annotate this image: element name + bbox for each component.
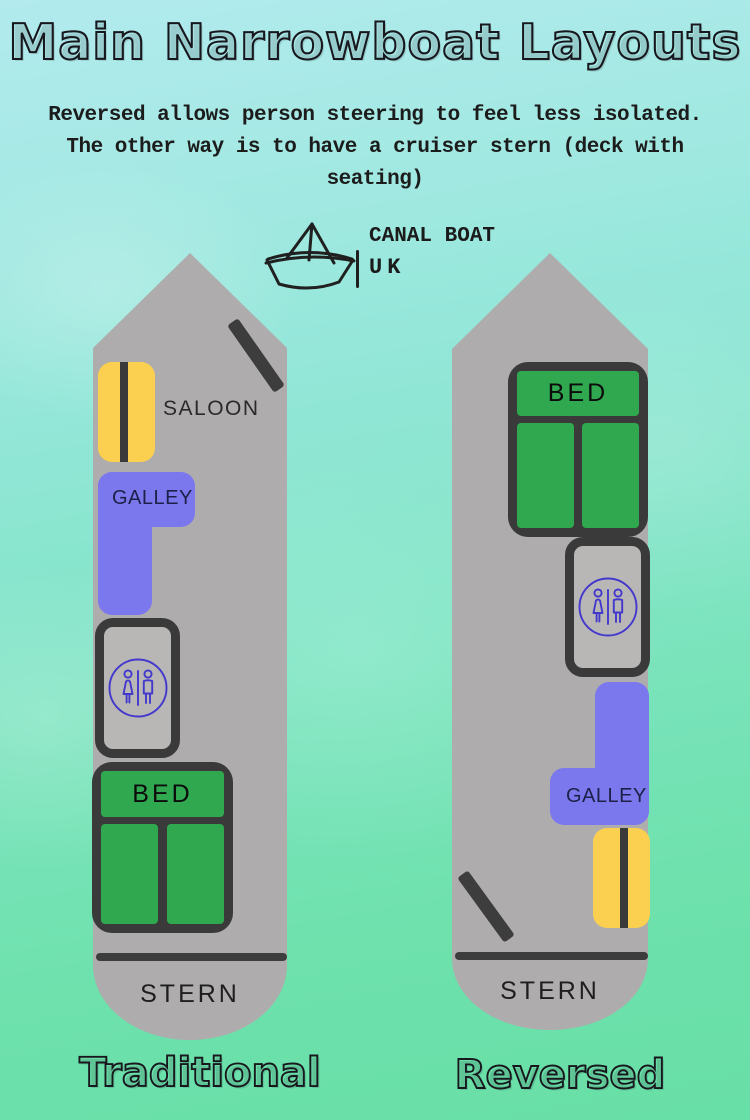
reversed-bathroom bbox=[565, 537, 650, 677]
traditional-bathroom bbox=[95, 618, 180, 758]
subtitle-line-1: Reversed allows person steering to feel … bbox=[48, 104, 702, 127]
page-title: Main Narrowboat Layouts bbox=[7, 13, 742, 72]
reversed-galley-unit bbox=[550, 768, 649, 825]
galley-label: GALLEY bbox=[566, 785, 647, 807]
subtitle-line-2: The other way is to have a cruiser stern… bbox=[66, 136, 684, 159]
traditional-bed: BED bbox=[92, 762, 233, 933]
paper-boat-icon bbox=[264, 222, 356, 290]
bed-mattress-left bbox=[101, 824, 158, 924]
bed-mattress-right bbox=[582, 423, 639, 528]
subtitle-line-3: seating) bbox=[326, 168, 424, 191]
logo-region-text: UK bbox=[369, 255, 406, 280]
reversed-bed: BED bbox=[508, 362, 648, 537]
subtitle: Reversed allows person steering to feel … bbox=[0, 100, 750, 196]
logo-brand-text: CANAL BOAT bbox=[369, 225, 496, 248]
traditional-caption: Traditional bbox=[78, 1049, 321, 1097]
reversed-caption: Reversed bbox=[454, 1051, 666, 1099]
reversed-stern-label: STERN bbox=[500, 977, 600, 1005]
bed-mattress-right bbox=[167, 824, 224, 924]
reversed-stern-bulkhead bbox=[455, 952, 648, 960]
saloon-seat-divider bbox=[120, 362, 128, 462]
reversed-stern-seat bbox=[593, 828, 650, 928]
bed-headboard: BED bbox=[101, 771, 224, 817]
seat-divider bbox=[620, 828, 628, 928]
saloon-label: SALOON bbox=[163, 397, 260, 420]
traditional-galley-unit-run bbox=[98, 472, 152, 615]
traditional-saloon-seat bbox=[98, 362, 155, 462]
restroom-wc-icon bbox=[578, 577, 637, 637]
bed-mattress-left bbox=[517, 423, 574, 528]
traditional-stern-bulkhead bbox=[96, 953, 287, 961]
traditional-stern-label: STERN bbox=[140, 980, 240, 1008]
logo-divider bbox=[356, 250, 359, 288]
restroom-wc-icon bbox=[108, 658, 167, 718]
galley-label: GALLEY bbox=[112, 487, 193, 509]
bed-headboard: BED bbox=[517, 371, 639, 416]
